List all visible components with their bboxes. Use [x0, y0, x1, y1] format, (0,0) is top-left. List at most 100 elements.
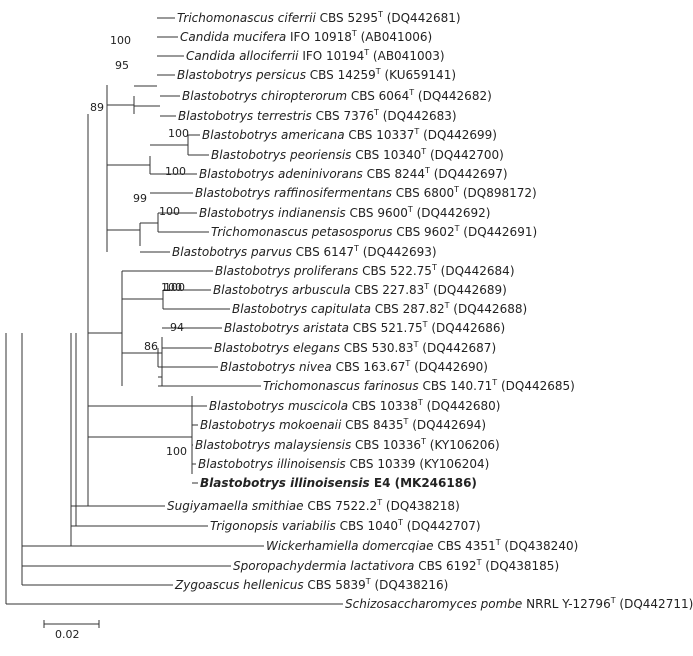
species-name: Blastobotrys americana [202, 128, 345, 142]
type-strain-mark: T [417, 398, 423, 407]
taxon-label: Sugiyamaella smithiae CBS 7522.2T (DQ438… [167, 499, 460, 514]
taxon-label: Blastobotrys nivea CBS 163.67T (DQ442690… [220, 359, 488, 375]
type-strain-mark: T [492, 378, 498, 387]
taxon-label: Blastobotrys illinoisensis E4 (MK246186) [200, 476, 477, 490]
species-name: Blastobotrys persicus [177, 68, 306, 82]
taxon-label: Candida mucifera IFO 10918T (AB041006) [180, 30, 433, 45]
taxon-label: Wickerhamiella domercqiae CBS 4351T (DQ4… [266, 538, 579, 554]
taxon-label: Blastobotrys malaysiensis CBS 10336T (KY… [195, 437, 500, 453]
strain-id: CBS 8435 [341, 418, 404, 432]
type-strain-mark: T [407, 205, 413, 214]
taxon-label: Blastobotrys illinoisensis CBS 10339 (KY… [198, 457, 489, 471]
species-name: Trichomonascus farinosus [263, 379, 419, 393]
type-strain-mark: T [495, 538, 501, 547]
strain-id: NRRL Y-12796 [522, 597, 611, 611]
species-name: Trichomonascus petasosporus [211, 225, 393, 239]
species-name: Blastobotrys proliferans [215, 264, 359, 278]
species-name: Candida mucifera [180, 30, 287, 44]
strain-id: IFO 10194 [298, 49, 365, 63]
accession-number: (DQ442683) [378, 109, 457, 123]
accession-number: (DQ438240) [500, 539, 579, 553]
type-strain-mark: T [375, 67, 381, 76]
species-name: Blastobotrys illinoisensis [198, 457, 346, 471]
accession-number: (DQ442684) [436, 264, 515, 278]
accession-number: (AB041006) [356, 30, 433, 44]
accession-number: (DQ442681) [382, 11, 461, 25]
type-strain-mark: T [425, 166, 430, 175]
strain-id: CBS 8244 [362, 167, 425, 181]
type-strain-mark: T [476, 558, 482, 567]
species-name: Blastobotrys elegans [214, 341, 340, 355]
strain-id: CBS 287.82 [370, 302, 445, 316]
type-strain-mark: T [444, 301, 450, 310]
type-strain-mark: T [421, 437, 426, 446]
type-strain-mark: T [374, 108, 379, 117]
type-strain-mark: T [413, 340, 419, 349]
species-name: Blastobotrys terrestris [178, 109, 312, 123]
species-name: Blastobotrys peoriensis [211, 148, 352, 162]
species-name: Blastobotrys adeninivorans [199, 167, 363, 181]
accession-number: (DQ442690) [410, 360, 488, 374]
type-strain-mark: T [365, 577, 371, 586]
bootstrap-value: 94 [170, 321, 184, 334]
strain-id: CBS 10340 [351, 148, 422, 162]
accession-number: (DQ442692) [412, 206, 491, 220]
bootstrap-value: 86 [144, 340, 158, 353]
species-name: Sugiyamaella smithiae [167, 499, 304, 513]
type-strain-mark: T [454, 185, 460, 194]
accession-number: (DQ442707) [402, 519, 481, 533]
taxon-label: Zygoascus hellenicus CBS 5839T (DQ438216… [175, 577, 448, 593]
accession-number: (DQ442697) [429, 167, 508, 181]
type-strain-mark: T [610, 596, 616, 605]
taxon-label: Blastobotrys indianensis CBS 9600T (DQ44… [199, 205, 491, 221]
type-strain-mark: T [422, 320, 428, 329]
type-strain-mark: T [377, 10, 383, 19]
strain-id: CBS 10339 [345, 457, 416, 471]
type-strain-mark: T [414, 127, 420, 136]
strain-id: CBS 521.75 [348, 321, 423, 335]
strain-id: CBS 7522.2 [303, 499, 378, 513]
taxon-label: Blastobotrys capitulata CBS 287.82T (DQ4… [232, 301, 528, 317]
species-name: Wickerhamiella domercqiae [266, 539, 434, 553]
accession-number: (DQ442691) [459, 225, 538, 239]
strain-id: CBS 1040 [335, 519, 398, 533]
strain-id: CBS 7376 [311, 109, 374, 123]
taxon-label: Candida allociferrii IFO 10194T (AB04100… [186, 48, 445, 64]
bootstrap-value: 100 [161, 281, 182, 294]
taxon-label: Blastobotrys peoriensis CBS 10340T (DQ44… [211, 147, 504, 163]
type-strain-mark: T [454, 224, 460, 233]
accession-number: (DQ438185) [481, 559, 560, 573]
taxon-label: Blastobotrys elegans CBS 530.83T (DQ4426… [214, 340, 496, 356]
strain-id: CBS 4351 [433, 539, 496, 553]
species-name: Sporopachydermia lactativora [233, 559, 415, 573]
species-name: Blastobotrys illinoisensis [200, 476, 370, 490]
type-strain-mark: T [364, 48, 370, 57]
strain-id: CBS 9600 [345, 206, 408, 220]
type-strain-mark: T [431, 263, 437, 272]
taxon-label: Trigonopsis variabilis CBS 1040T (DQ4427… [210, 518, 481, 534]
bootstrap-value: 100 [159, 205, 180, 218]
species-name: Blastobotrys raffinosifermentans [195, 186, 392, 200]
strain-id: CBS 522.75 [358, 264, 432, 278]
strain-id: CBS 14259 [305, 68, 376, 82]
type-strain-mark: T [421, 147, 427, 156]
accession-number: (MK246186) [390, 476, 477, 490]
bootstrap-value: 100 [165, 165, 186, 178]
accession-number: (DQ442688) [449, 302, 528, 316]
accession-number: (DQ442685) [497, 379, 575, 393]
accession-number: (AB041003) [369, 49, 445, 63]
accession-number: (KY106204) [415, 457, 490, 471]
species-name: Blastobotrys nivea [220, 360, 332, 374]
type-strain-mark: T [405, 359, 411, 368]
species-name: Trichomonascus ciferrii [177, 11, 316, 25]
accession-number: (DQ438218) [382, 499, 460, 513]
taxon-label: Trichomonascus ciferrii CBS 5295T (DQ442… [177, 10, 461, 26]
taxon-label: Trichomonascus farinosus CBS 140.71T (DQ… [263, 378, 575, 394]
accession-number: (DQ442682) [414, 89, 492, 103]
strain-id: CBS 10338 [348, 399, 418, 413]
type-strain-mark: T [403, 417, 409, 426]
strain-id: CBS 6192 [414, 559, 477, 573]
strain-id: CBS 5295 [315, 11, 378, 25]
type-strain-mark: T [397, 518, 403, 527]
strain-id: E4 [369, 476, 391, 490]
